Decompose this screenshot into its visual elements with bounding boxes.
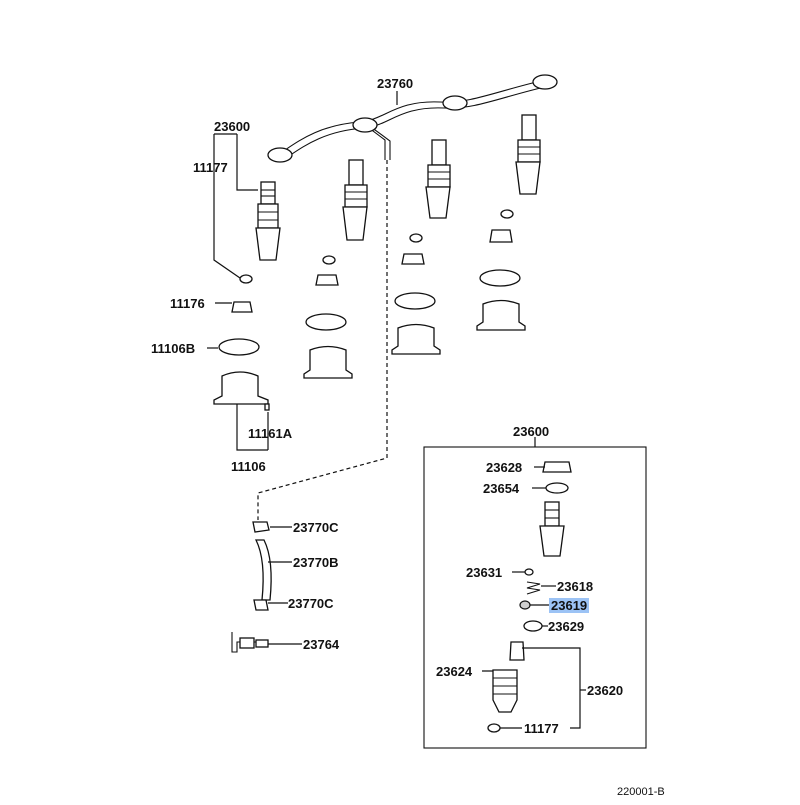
label-11106: 11106 bbox=[231, 459, 266, 474]
label-23770c-lower: 23770C bbox=[288, 596, 334, 611]
label-23629: 23629 bbox=[548, 619, 585, 634]
label-23631: 23631 bbox=[466, 565, 503, 580]
label-11106b: 11106B bbox=[151, 341, 196, 356]
label-11177-box: 11177 bbox=[524, 721, 559, 736]
label-23770c-upper: 23770C bbox=[293, 520, 339, 535]
label-23770b: 23770B bbox=[293, 555, 339, 570]
injector-4 bbox=[476, 114, 541, 331]
label-11176: 11176 bbox=[170, 296, 205, 311]
label-23654: 23654 bbox=[483, 481, 520, 496]
label-23764: 23764 bbox=[303, 637, 340, 652]
label-11177-top: 11177 bbox=[193, 160, 228, 175]
injector-breakdown-box bbox=[423, 437, 647, 749]
label-23620: 23620 bbox=[587, 683, 624, 698]
label-11161a: 11161A bbox=[248, 426, 293, 441]
label-23600-box: 23600 bbox=[513, 424, 550, 439]
label-23628: 23628 bbox=[486, 460, 523, 475]
injection-pipe-assembly bbox=[267, 74, 558, 163]
injector-3 bbox=[391, 139, 451, 355]
label-23619-highlighted[interactable]: 23619 bbox=[549, 598, 590, 613]
injector-2 bbox=[303, 159, 368, 379]
label-23600-top: 23600 bbox=[214, 119, 251, 134]
leak-off-path bbox=[257, 160, 388, 520]
injector-1 bbox=[213, 181, 281, 411]
leak-off-hose-parts bbox=[231, 521, 302, 653]
left-leader-lines bbox=[207, 91, 398, 451]
diagram-code: 220001-B bbox=[617, 786, 665, 798]
label-23624: 23624 bbox=[436, 664, 473, 679]
label-23760: 23760 bbox=[377, 76, 414, 91]
label-23618: 23618 bbox=[557, 579, 594, 594]
